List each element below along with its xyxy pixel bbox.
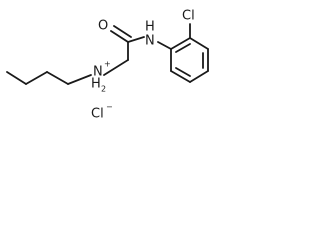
ring-bond-1: [170, 37, 191, 50]
ring-inner-bond-3: [175, 67, 191, 77]
atom-amide-nitrogen: N: [145, 34, 155, 49]
ring-inner-bond-1: [175, 43, 191, 53]
atom-ring-chlorine: Cl: [182, 9, 195, 24]
atom-counterion-charge: −: [106, 103, 113, 112]
ring-bond-4: [189, 70, 209, 83]
bond-butyl-3: [46, 71, 69, 85]
atom-amide-hydrogen: H: [145, 20, 155, 35]
bond-carbonyl-o-1: [110, 30, 129, 43]
atom-ammonium-hydrogen: H: [91, 77, 101, 92]
atom-ammonium-nitrogen: N: [93, 65, 103, 80]
bond-carbonyl-o-2: [113, 25, 132, 38]
bond-n-ch2: [103, 59, 129, 76]
atom-carbonyl-oxygen: O: [98, 19, 108, 34]
atom-ammonium-charge: +: [104, 60, 111, 69]
atom-counterion-chlorine: Cl: [91, 107, 104, 122]
bond-butyl-2: [25, 71, 48, 85]
chemical-structure-diagram: O N H Cl H 2 N + Cl −: [6, 9, 209, 122]
bond-carbonyl-n: [127, 36, 145, 43]
atom-ammonium-h-count: 2: [101, 85, 106, 94]
ring-bond-2: [189, 37, 209, 50]
bond-butyl-4: [67, 74, 92, 85]
bond-n-ring: [157, 41, 172, 50]
ring-bond-5: [170, 70, 191, 83]
bond-butyl-1: [6, 71, 27, 85]
